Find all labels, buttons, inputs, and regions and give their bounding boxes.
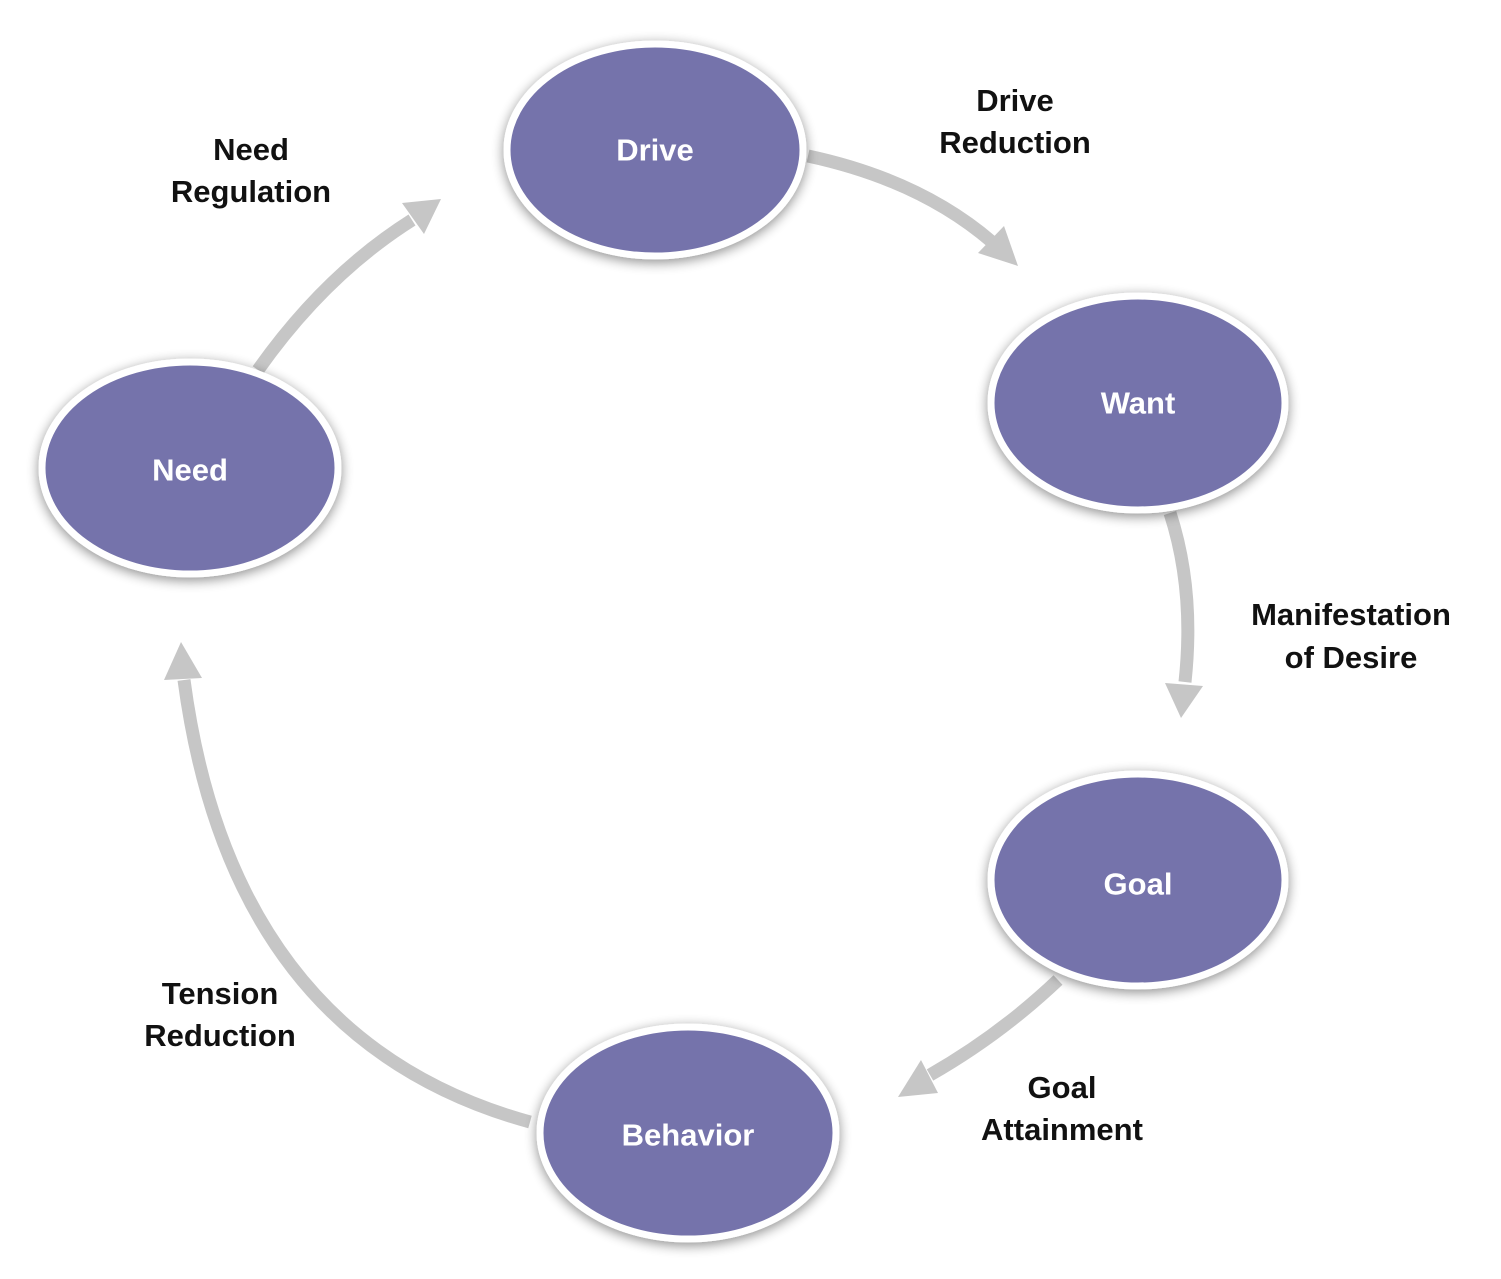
label-need-regulation: Need Regulation — [171, 132, 331, 209]
label-tension-reduction-line2: Reduction — [144, 1018, 296, 1053]
label-manifestation-of-desire: Manifestation of Desire — [1251, 597, 1451, 675]
label-manifestation-line1: Manifestation — [1251, 597, 1451, 632]
label-drive-reduction-line2: Reduction — [939, 125, 1091, 160]
node-behavior-label: Behavior — [622, 1118, 755, 1153]
node-goal: Goal — [987, 770, 1289, 990]
label-goal-attainment: Goal Attainment — [981, 1070, 1143, 1147]
label-goal-attainment-line2: Attainment — [981, 1112, 1143, 1147]
label-drive-reduction-line1: Drive — [976, 83, 1054, 118]
node-drive-label: Drive — [616, 133, 694, 168]
label-goal-attainment-line1: Goal — [1028, 1070, 1097, 1105]
label-manifestation-line2: of Desire — [1285, 640, 1418, 675]
label-tension-reduction-line1: Tension — [162, 976, 279, 1011]
label-need-regulation-line2: Regulation — [171, 174, 331, 209]
node-drive: Drive — [503, 40, 807, 260]
arrow-drive-to-want — [806, 149, 1018, 266]
node-behavior: Behavior — [536, 1023, 840, 1243]
arrows — [164, 149, 1203, 1129]
arrow-need-to-drive — [252, 199, 441, 374]
node-want-label: Want — [1101, 386, 1176, 421]
arrow-want-to-goal — [1163, 510, 1203, 718]
node-need: Need — [38, 358, 342, 578]
node-want: Want — [987, 292, 1289, 514]
arrow-goal-to-behavior — [898, 975, 1063, 1097]
label-tension-reduction: Tension Reduction — [144, 976, 296, 1053]
label-need-regulation-line1: Need — [213, 132, 289, 167]
node-goal-label: Goal — [1104, 867, 1173, 902]
arrow-behavior-to-need — [164, 642, 532, 1129]
node-need-label: Need — [152, 453, 228, 488]
label-drive-reduction: Drive Reduction — [939, 83, 1091, 160]
